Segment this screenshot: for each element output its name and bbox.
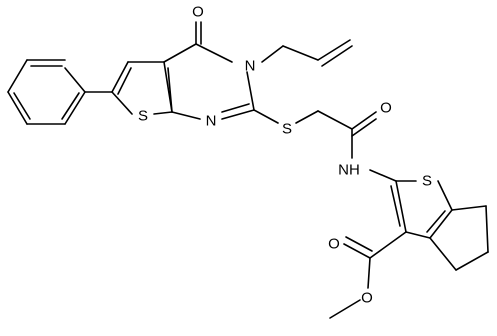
pyrimidinone-ring (163, 43, 255, 120)
atom-s-thiophene-1: S (138, 108, 148, 125)
atom-n-ring: N (206, 113, 217, 130)
thioether-linker (253, 109, 353, 130)
cyclopentane-ring (429, 205, 489, 271)
atom-o-amide: O (380, 100, 392, 117)
thiophene-ring-1 (111, 61, 173, 115)
allyl-chain (261, 39, 353, 67)
ester-group (329, 231, 407, 319)
thiophene-ring-2 (390, 180, 453, 239)
atom-o-ketone: O (192, 4, 204, 21)
atom-o-ester-ether: O (361, 290, 373, 307)
amide-group (351, 111, 397, 182)
atom-n3: N (245, 58, 256, 75)
atom-nh: NH (338, 162, 360, 179)
phenyl-ring (7, 59, 86, 125)
atom-o-ester-carbonyl: O (328, 236, 340, 253)
atom-s-linker: S (282, 121, 292, 138)
atom-s-thiophene-2: S (422, 173, 432, 190)
